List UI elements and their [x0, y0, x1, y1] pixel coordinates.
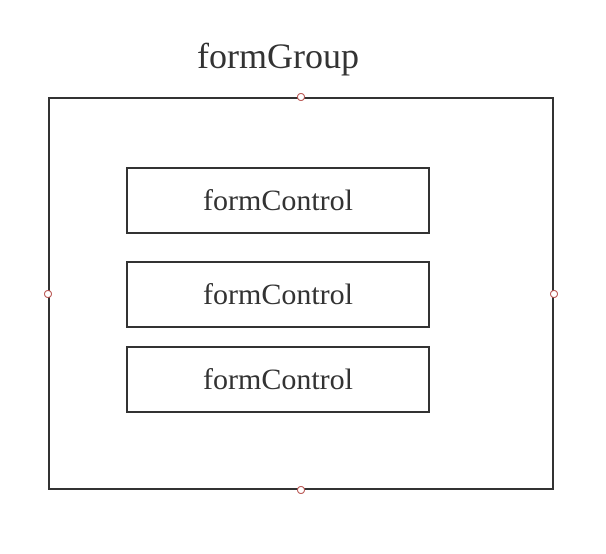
form-control-box-1[interactable]: formControl — [126, 167, 430, 234]
connection-handle-right[interactable] — [550, 290, 558, 298]
connection-handle-bottom[interactable] — [297, 486, 305, 494]
form-group-title: formGroup — [197, 36, 359, 76]
connection-handle-left[interactable] — [44, 290, 52, 298]
form-control-box-2[interactable]: formControl — [126, 261, 430, 328]
connection-handle-top[interactable] — [297, 93, 305, 101]
form-control-label: formControl — [203, 362, 353, 396]
form-control-box-3[interactable]: formControl — [126, 346, 430, 413]
form-control-label: formControl — [203, 183, 353, 217]
form-control-label: formControl — [203, 277, 353, 311]
